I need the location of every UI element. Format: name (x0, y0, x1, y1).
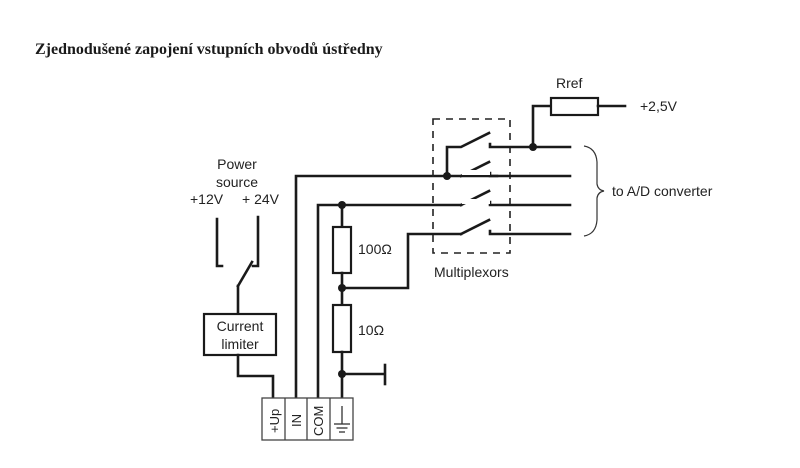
terminal-up: +Up (267, 409, 282, 433)
power-source-label-line2: source (216, 174, 258, 190)
junction-node (338, 201, 346, 209)
diagram-title: Zjednodušené zapojení vstupních obvodů ú… (35, 41, 383, 58)
up-wire (236, 353, 275, 400)
com-wire (316, 203, 463, 400)
terminal-in: IN (289, 414, 304, 427)
contact-24v (251, 215, 260, 268)
junction-node (529, 143, 537, 151)
terminal-com: COM (311, 406, 326, 436)
power-source-label-line1: Power (217, 156, 257, 172)
selector-switch-blade (236, 260, 254, 288)
ground-symbol-icon (334, 406, 350, 433)
current-limiter: Current limiter (202, 312, 278, 400)
resistor-rref-label: Rref (556, 75, 583, 91)
in-wire (294, 174, 499, 400)
current-limiter-line2: limiter (221, 336, 259, 352)
contact-12v (215, 217, 224, 268)
resistor-10ohm-body (331, 303, 353, 354)
output-label: to A/D converter (612, 183, 713, 199)
resistor-10ohm-label: 10Ω (358, 322, 384, 338)
resistor-rref-body (549, 96, 600, 117)
resistor-100ohm-body (331, 225, 353, 275)
current-limiter-line1: Current (217, 318, 264, 334)
junction-node (338, 370, 346, 378)
junction-node (338, 284, 346, 292)
reference-voltage-label: +2,5V (640, 98, 678, 114)
multiplexor-boundary (432, 118, 511, 254)
multiplexors-label: Multiplexors (434, 264, 509, 280)
junction-node (443, 172, 451, 180)
power-source: Power source +12V + 24V (190, 156, 280, 316)
resistor-rref: Rref +2,5V (531, 75, 678, 149)
current-limiter-box (202, 312, 278, 357)
mux-switch-1 (445, 131, 572, 178)
mux-switch-4 (459, 218, 572, 236)
resistor-10ohm: 10Ω (331, 303, 384, 400)
mid-tap-wire (340, 232, 463, 290)
resistor-100ohm: 100Ω (331, 203, 392, 307)
terminal-block: +Up IN COM (261, 397, 354, 441)
power-option-24v: + 24V (242, 191, 280, 207)
brace-icon (583, 145, 605, 237)
resistor-100ohm-label: 100Ω (358, 241, 392, 257)
power-option-12v: +12V (190, 191, 224, 207)
